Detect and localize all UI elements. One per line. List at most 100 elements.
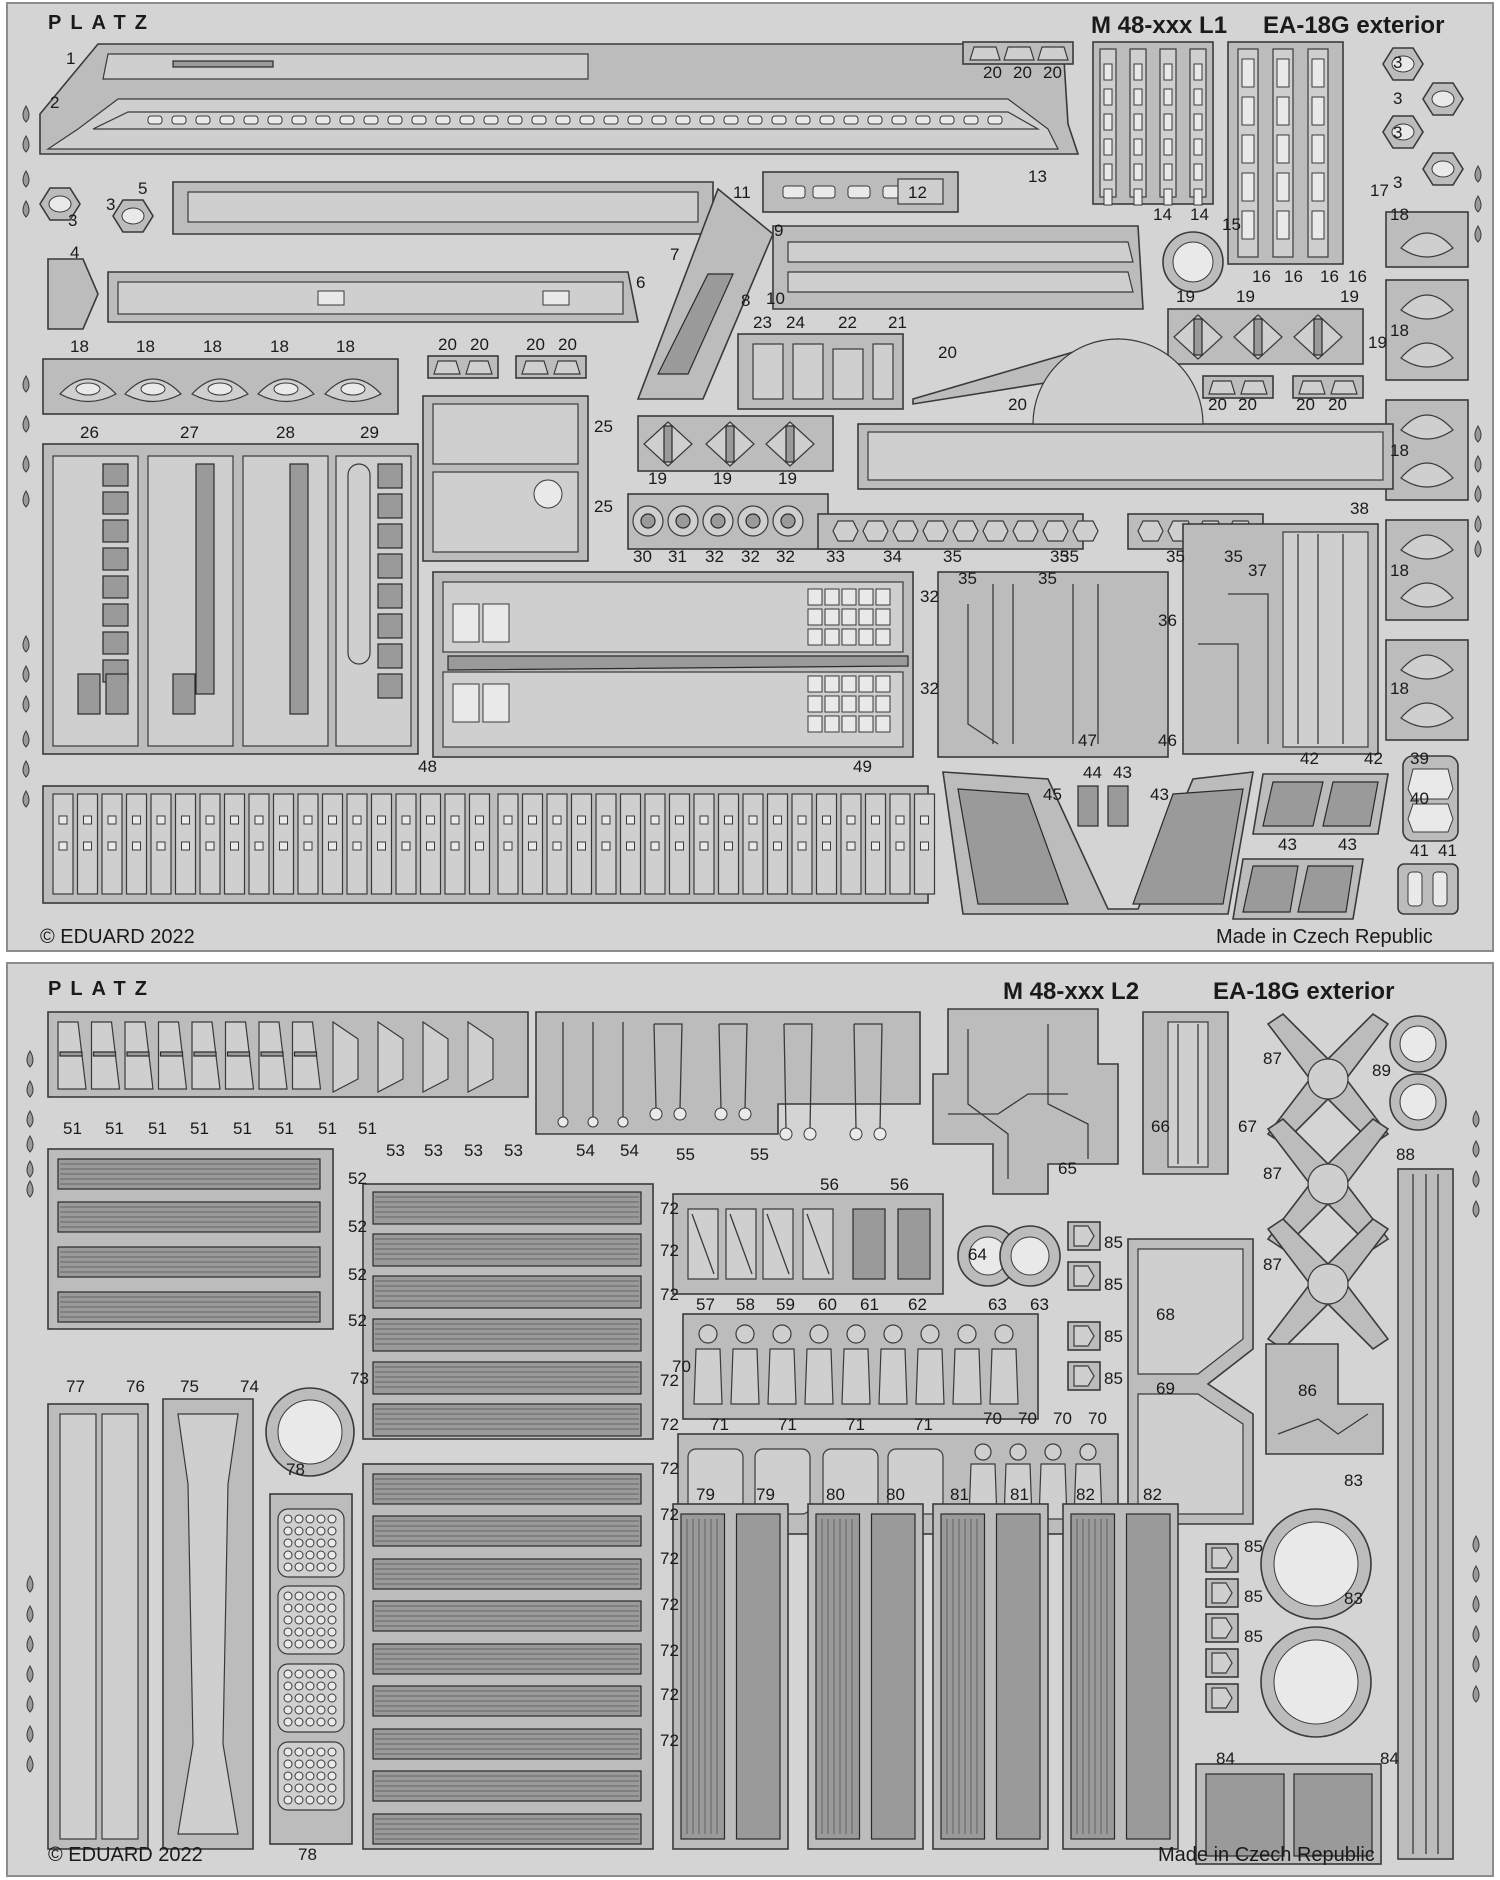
part-55-eye [803,1127,817,1141]
part-number: 72 [660,1241,679,1260]
part-number: 40 [1410,789,1429,808]
mesh-hole [294,1759,304,1769]
mesh-hole [294,1615,304,1625]
tooth-hole [156,841,166,851]
part-51-bar [126,1051,150,1057]
mesh-hole [283,1693,293,1703]
spine-hole [435,115,451,125]
tooth-hole [254,815,264,825]
part-number: 52 [348,1217,367,1236]
part-number: 78 [298,1845,317,1864]
grid-cell [858,695,874,713]
mesh-hole [327,1705,337,1715]
part-19-diamonds [643,314,1343,467]
tooth-hole [58,841,68,851]
part-20 [1208,380,1236,395]
mesh-hole [305,1603,315,1613]
drop [1472,1140,1480,1158]
mesh-hole [294,1627,304,1637]
drop [1474,455,1482,473]
tooth-hole [132,815,141,825]
part-number: 43 [1113,763,1132,782]
tooth-hole [577,815,586,825]
mesh-hole [305,1562,315,1572]
part-number: 49 [853,757,872,776]
part-18 [1400,702,1454,728]
part-number: 24 [786,313,805,332]
part-number: 89 [1372,1061,1391,1080]
part-number: 19 [778,469,797,488]
mesh-hole [294,1717,304,1727]
tooth-hole [503,815,513,825]
part-number: 20 [1208,395,1227,414]
part-number: 71 [914,1415,933,1434]
part-85 [1073,1365,1095,1387]
mesh-hole [294,1514,304,1524]
part-number: 85 [1104,1327,1123,1346]
mesh-hole [294,1747,304,1757]
mesh-hole [316,1747,326,1757]
part-51-bar [159,1051,184,1057]
part-number: 19 [1368,333,1387,352]
mesh-hole [327,1562,337,1572]
spine-hole [219,115,235,125]
column-part [1070,1513,1116,1840]
part-70 [878,1348,908,1405]
part-70-eye [846,1324,866,1344]
mesh-hole [327,1603,337,1613]
part-18-frame [1385,211,1469,268]
tooth-hole [377,841,386,851]
tooth-hole [503,841,513,851]
drop [22,105,30,123]
column-part [940,1513,986,1840]
mesh-hole [327,1639,337,1649]
part-number: 72 [660,1641,679,1660]
part-41-42-group [1397,755,1459,915]
part-57-strut [729,1213,753,1275]
panel-square [102,603,129,627]
drop [1472,1535,1480,1553]
part-number: 32 [705,547,724,566]
tooth-hole [528,841,537,851]
part-number: 32 [776,547,795,566]
tooth-hole [352,841,362,851]
part-79-82-columns [672,1503,1179,1850]
part-number: 77 [66,1377,85,1396]
part-18 [1400,582,1454,608]
drop [1472,1170,1480,1188]
part-number: 72 [660,1685,679,1704]
part-number: 20 [1238,395,1257,414]
mesh-hole [327,1795,337,1805]
ladder-slot [1193,113,1203,131]
part-18-hole [140,382,166,396]
part-number: 18 [336,337,355,356]
part-18 [1400,232,1454,258]
tooth-hole [650,815,660,825]
part-70 [952,1348,982,1405]
row-11-hole [812,185,836,199]
spine-hole [387,115,403,125]
brand-logo: PLATZ [48,12,156,34]
part-number: 54 [620,1141,639,1160]
part-53 [377,1020,404,1093]
part-number: 80 [886,1485,905,1504]
part-number: 48 [418,757,437,776]
mesh-hole [316,1591,326,1601]
part-number: 3 [68,211,77,230]
part-number: 42 [1300,749,1319,768]
part-89-rings [1389,1015,1447,1131]
column-part [735,1513,781,1840]
ladder-slot [1163,188,1173,206]
part-number: 65 [1058,1159,1077,1178]
part-number: 36 [1158,611,1177,630]
ladder-slot [1133,63,1143,81]
copyright: © EDUARD 2022 [48,1844,203,1866]
spine-hole [819,115,835,125]
part-3-hole [1391,123,1415,141]
tooth-hole [475,815,484,825]
mesh-hole [305,1591,315,1601]
part-number: 28 [276,423,295,442]
part-18 [1400,654,1454,680]
